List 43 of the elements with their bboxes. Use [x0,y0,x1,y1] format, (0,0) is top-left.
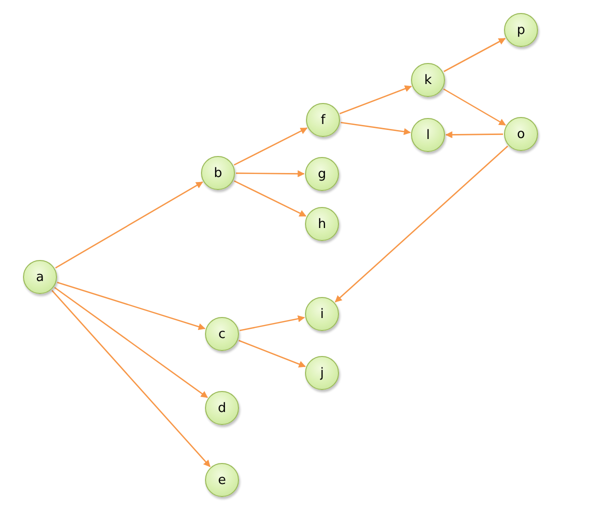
node-circle [305,297,339,331]
arrow [234,128,308,166]
arrow [334,146,508,302]
arrow [443,88,506,126]
node-circle [201,156,235,190]
arrow [240,315,305,332]
node-circle [205,391,239,425]
arrow [57,282,206,330]
node-label: a [36,270,44,284]
node-circle [305,356,339,390]
node-circle [205,463,239,497]
node-circle [504,117,538,151]
node-circle [23,260,57,294]
node-label: d [218,402,226,414]
arrow [52,290,210,468]
arrow [55,182,204,268]
node-label: f [320,114,326,126]
node-label: e [218,474,226,486]
node-label: b [214,166,222,180]
node-label: i [320,308,324,320]
node-label: j [320,366,324,380]
node-circle [305,207,339,241]
arrow [444,38,506,72]
arrow [234,180,306,217]
node-label: p [516,24,526,36]
arrow [340,85,412,114]
node-circle [411,63,445,97]
node-circle [411,118,445,152]
node-circle [305,157,339,191]
node-label: l [426,128,430,142]
node-circle [205,317,239,351]
node-circle [504,13,538,47]
node-circle [306,103,340,137]
node-label: g [318,168,326,180]
node-label: o [517,128,525,140]
arrow [238,340,306,368]
arrow [54,286,208,398]
arrow [445,131,503,138]
arrow [236,170,305,178]
node-label: c [218,328,226,340]
node-label: k [424,74,432,86]
node-label: h [318,218,326,230]
arrow [340,122,411,136]
